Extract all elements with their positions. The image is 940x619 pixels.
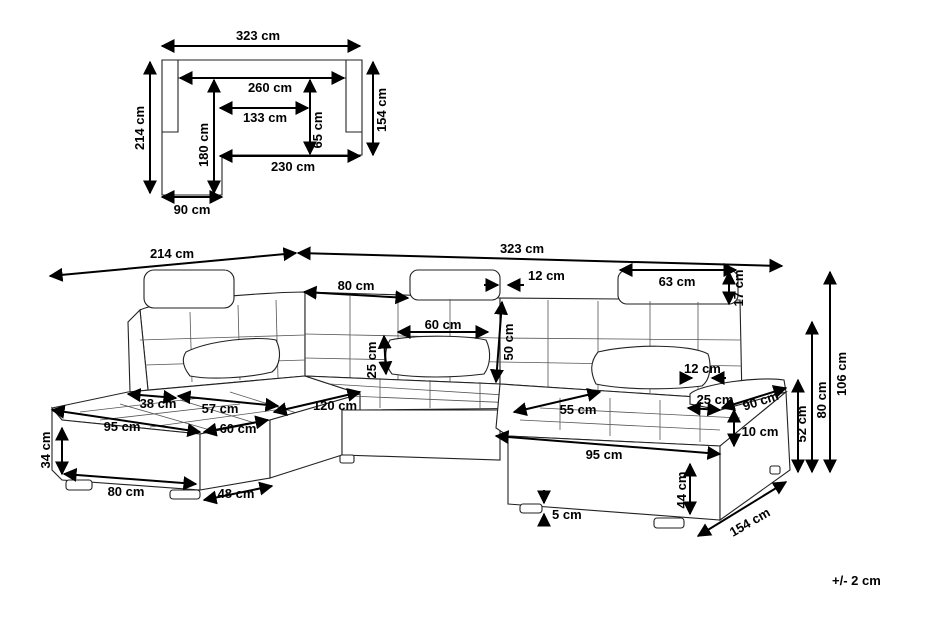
right-length-label: 323 cm <box>500 241 544 256</box>
right-foot-2 <box>653 517 685 529</box>
armrest-width-label: 25 cm <box>697 392 734 407</box>
back-segment-label: 80 cm <box>338 278 375 293</box>
right-chaise-front-label: 95 cm <box>586 447 623 462</box>
pillow-height-label: 25 cm <box>364 342 379 379</box>
left-gap-label: 60 cm <box>220 421 257 436</box>
center-pillow <box>385 335 491 378</box>
left-pillow <box>182 338 281 379</box>
right-foot-3 <box>769 465 781 475</box>
plan-right-depth-label: 154 cm <box>374 88 389 132</box>
right-seat-label: 55 cm <box>560 402 597 417</box>
plan-inner-width-label: 260 cm <box>248 80 292 95</box>
left-headrest <box>143 269 235 309</box>
left-seat-label: 57 cm <box>202 401 239 416</box>
left-chaise-front-label: 95 cm <box>104 419 141 434</box>
back-height-label: 50 cm <box>501 324 516 361</box>
left-foot-2 <box>169 489 201 500</box>
plan-total-width-label: 323 cm <box>236 28 280 43</box>
plan-view: 323 cm 260 cm 133 cm 230 cm 214 cm 180 c… <box>132 28 389 217</box>
left-base-label: 80 cm <box>108 484 145 499</box>
right-foot <box>519 503 543 514</box>
right-front-height-label: 44 cm <box>674 472 689 509</box>
arm-to-top-label: 80 cm <box>814 382 829 419</box>
seat-height-right-label: 52 cm <box>794 406 809 443</box>
headrest-gap-label: 12 cm <box>528 268 565 283</box>
headrest-width-label: 63 cm <box>659 274 696 289</box>
headrest-height-label: 17 cm <box>731 270 746 307</box>
left-length-label: 214 cm <box>150 246 194 261</box>
left-foot <box>65 479 93 491</box>
foot-height-label: 5 cm <box>552 507 582 522</box>
center-seat-label: 120 cm <box>313 398 357 413</box>
armrest-gap-label: 12 cm <box>684 361 721 376</box>
plan-chaise-width-label: 90 cm <box>174 202 211 217</box>
plan-middle-width-label: 133 cm <box>243 110 287 125</box>
left-end-label: 48 cm <box>218 486 255 501</box>
center-foot <box>339 454 355 464</box>
pillow-width-label: 60 cm <box>425 317 462 332</box>
armrest-height-label: 10 cm <box>742 424 779 439</box>
plan-seat-depth-label: 65 cm <box>310 112 325 149</box>
total-height-label: 106 cm <box>834 352 849 396</box>
tolerance-note: +/- 2 cm <box>832 573 881 588</box>
plan-left-depth-label: 214 cm <box>132 106 147 150</box>
plan-inner-depth-label: 180 cm <box>196 123 211 167</box>
plan-seat-width-label: 230 cm <box>271 159 315 174</box>
center-base <box>341 409 501 461</box>
sofa-dimensions: 214 cm 323 cm 12 cm 63 cm 17 cm 80 cm 50… <box>38 241 849 540</box>
left-side-height-label: 34 cm <box>38 432 53 469</box>
left-chaise-back-label: 38 cm <box>140 396 177 411</box>
